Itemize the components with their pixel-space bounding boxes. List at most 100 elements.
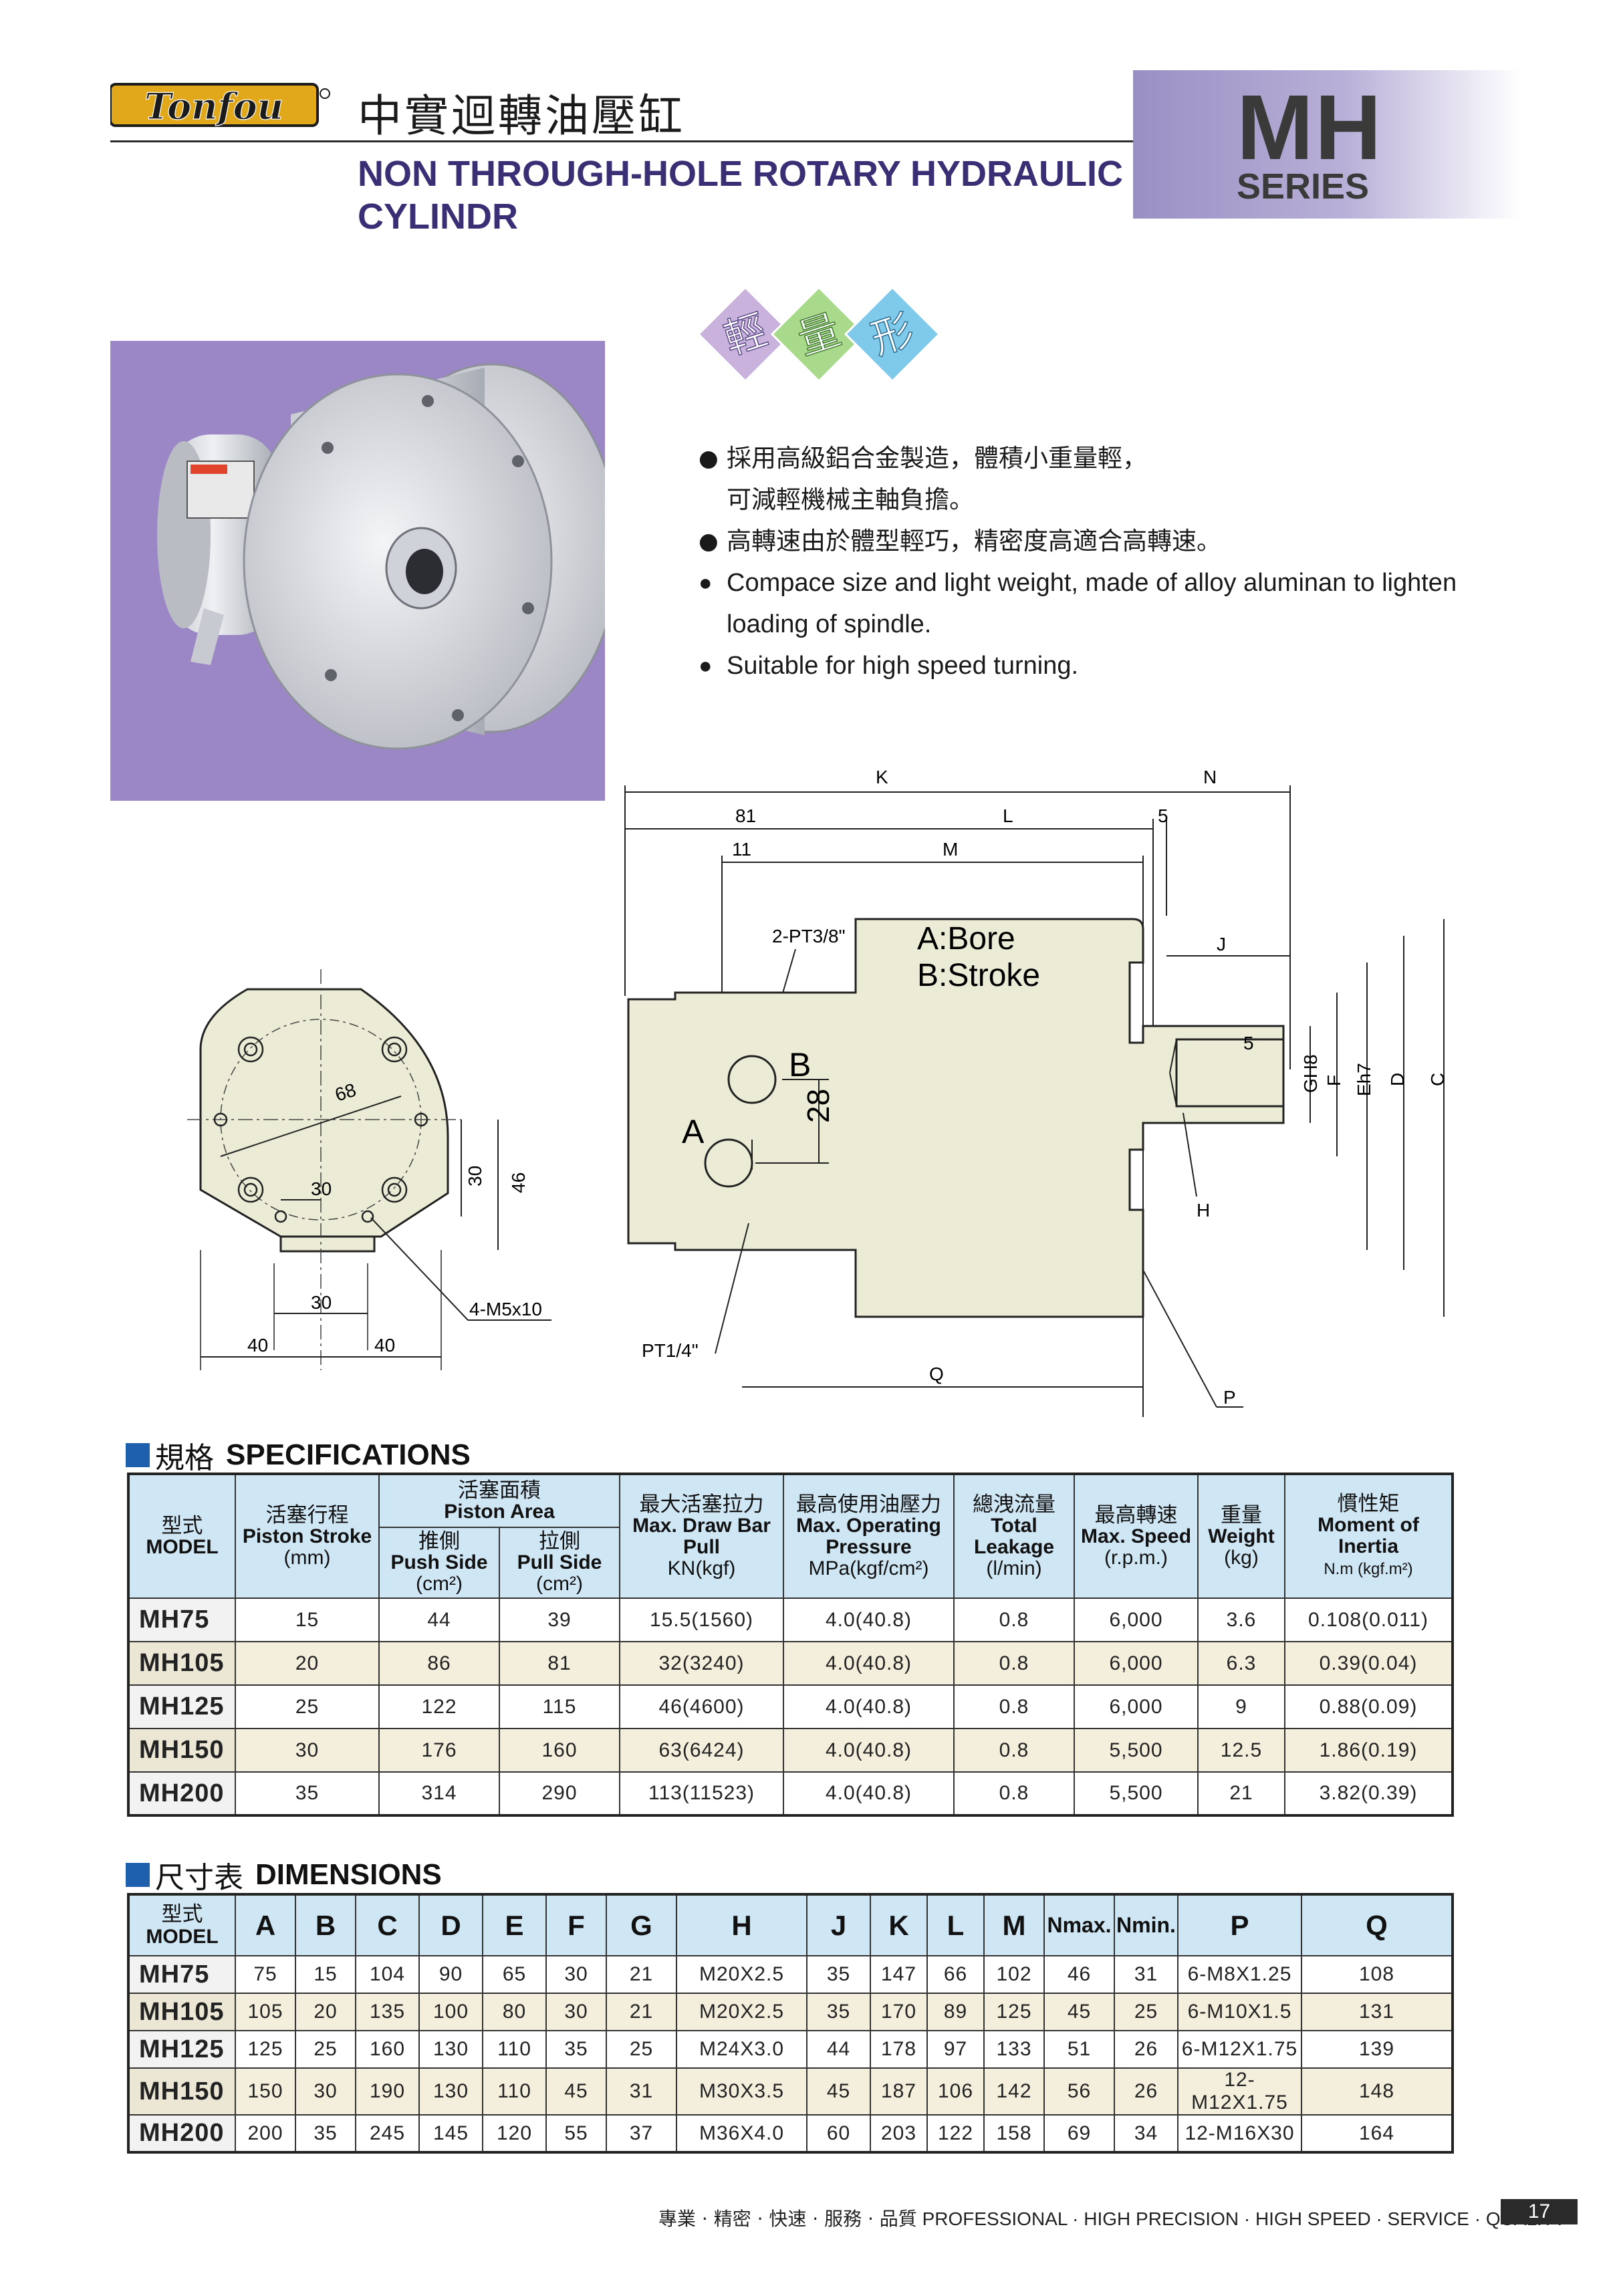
- dim-C: C: [1427, 1073, 1448, 1086]
- table-cell: 66: [926, 1955, 985, 1994]
- footer-tagline: 專業 · 精密 · 快速 · 服務 · 品質 PROFESSIONAL · HI…: [658, 2208, 1566, 2230]
- table-cell: 108: [1301, 1955, 1453, 1994]
- dim-K: K: [876, 767, 888, 787]
- table-cell: 35: [295, 2114, 356, 2153]
- table-cell: 115: [499, 1684, 620, 1729]
- table-cell: 178: [870, 2030, 928, 2069]
- brand-logo: Tonfou: [110, 83, 330, 128]
- col-dim: Q: [1301, 1894, 1453, 1956]
- col-dim: Nmin.: [1114, 1894, 1178, 1956]
- table-cell: 45: [806, 2067, 871, 2116]
- table-cell: 170: [870, 1993, 928, 2031]
- table-cell: 51: [1043, 2030, 1115, 2069]
- model-cell: MH105: [128, 1641, 236, 1686]
- model-cell: MH125: [128, 1684, 236, 1729]
- table-cell: 0.8: [953, 1771, 1075, 1816]
- table-cell: 30: [295, 2067, 356, 2116]
- table-cell: 3.6: [1197, 1598, 1285, 1642]
- bore-label: A:Bore: [917, 921, 1015, 956]
- col-dim: D: [418, 1894, 483, 1956]
- table-cell: 6,000: [1074, 1684, 1199, 1729]
- feature-item: ●採用高級鋁合金製造，體積小重量輕，: [699, 438, 1588, 479]
- section-square-icon: [126, 1443, 150, 1467]
- table-cell: 142: [983, 2067, 1045, 2116]
- dim-P: P: [1223, 1387, 1236, 1408]
- col-dim: C: [355, 1894, 420, 1956]
- table-cell: 1.86(0.19): [1284, 1728, 1453, 1773]
- table-cell: 26: [1114, 2030, 1178, 2069]
- table-cell: M30X3.5: [676, 2067, 807, 2116]
- table-cell: 125: [983, 1993, 1045, 2031]
- col-dim: F: [545, 1894, 607, 1956]
- table-cell: 20: [235, 1641, 380, 1686]
- feature-item: loading of spindle.: [727, 610, 932, 638]
- dim-40-left: 40: [247, 1335, 268, 1356]
- table-cell: 46(4600): [619, 1684, 784, 1729]
- table-cell: 56: [1043, 2067, 1115, 2116]
- page-number: 17: [1501, 2199, 1578, 2224]
- table-cell: 97: [926, 2030, 985, 2069]
- table-cell: 106: [926, 2067, 985, 2116]
- table-cell: 80: [482, 1993, 547, 2031]
- section-square-icon: [126, 1863, 150, 1887]
- table-cell: 89: [926, 1993, 985, 2031]
- table-cell: M24X3.0: [676, 2030, 807, 2069]
- thread-callout: 4-M5x10: [469, 1299, 542, 1319]
- table-cell: 32(3240): [619, 1641, 784, 1686]
- dim-GH8: GH8: [1300, 1054, 1321, 1093]
- model-cell: MH150: [128, 1728, 236, 1773]
- table-cell: 63(6424): [619, 1728, 784, 1773]
- table-cell: 0.8: [953, 1641, 1075, 1686]
- series-badge: [1133, 70, 1521, 219]
- dim-M: M: [943, 839, 958, 860]
- col-dim: B: [295, 1894, 356, 1956]
- port-callout-top: 2-PT3/8": [772, 926, 846, 946]
- model-cell: MH200: [128, 1771, 236, 1816]
- series-code: MH: [1237, 76, 1383, 179]
- table-cell: 26: [1114, 2067, 1178, 2116]
- table-cell: 60: [806, 2114, 871, 2153]
- table-cell: 44: [378, 1598, 500, 1642]
- table-cell: 113(11523): [619, 1771, 784, 1816]
- badge-light: 輕: [697, 287, 794, 383]
- table-cell: 148: [1301, 2067, 1453, 2116]
- table-cell: 160: [355, 2030, 420, 2069]
- table-cell: 122: [926, 2114, 985, 2153]
- table-cell: 0.39(0.04): [1284, 1641, 1453, 1686]
- header-rule: [110, 140, 1133, 142]
- table-cell: 4.0(40.8): [783, 1684, 955, 1729]
- front-view-drawing: 68 30 30 46 30 40 40 4-M5x10: [187, 969, 551, 1370]
- stroke-label: B:Stroke: [917, 958, 1040, 993]
- table-cell: 45: [545, 2067, 607, 2116]
- dim-30-top: 30: [311, 1178, 332, 1199]
- col-dim: H: [676, 1894, 807, 1956]
- table-cell: 0.88(0.09): [1284, 1684, 1453, 1729]
- table-cell: 31: [606, 2067, 677, 2116]
- table-cell: 55: [545, 2114, 607, 2153]
- table-cell: 122: [378, 1684, 500, 1729]
- table-cell: 147: [870, 1955, 928, 1994]
- bullet-icon: ●: [699, 570, 713, 596]
- table-cell: 30: [545, 1993, 607, 2031]
- brand-logo-text: Tonfou: [144, 85, 283, 128]
- feature-badges: 輕 量 形: [697, 287, 941, 383]
- page-title-chinese: 中實迴轉油壓缸: [358, 90, 685, 142]
- table-cell: 35: [806, 1955, 871, 1994]
- dim-5-right: 5: [1243, 1033, 1254, 1053]
- table-cell: 34: [1114, 2114, 1178, 2153]
- table-cell: 44: [806, 2030, 871, 2069]
- model-cell: MH200: [128, 2114, 236, 2153]
- table-cell: 6.3: [1197, 1641, 1285, 1686]
- table-cell: 25: [295, 2030, 356, 2069]
- col-dim: L: [926, 1894, 985, 1956]
- table-cell: 46: [1043, 1955, 1115, 1994]
